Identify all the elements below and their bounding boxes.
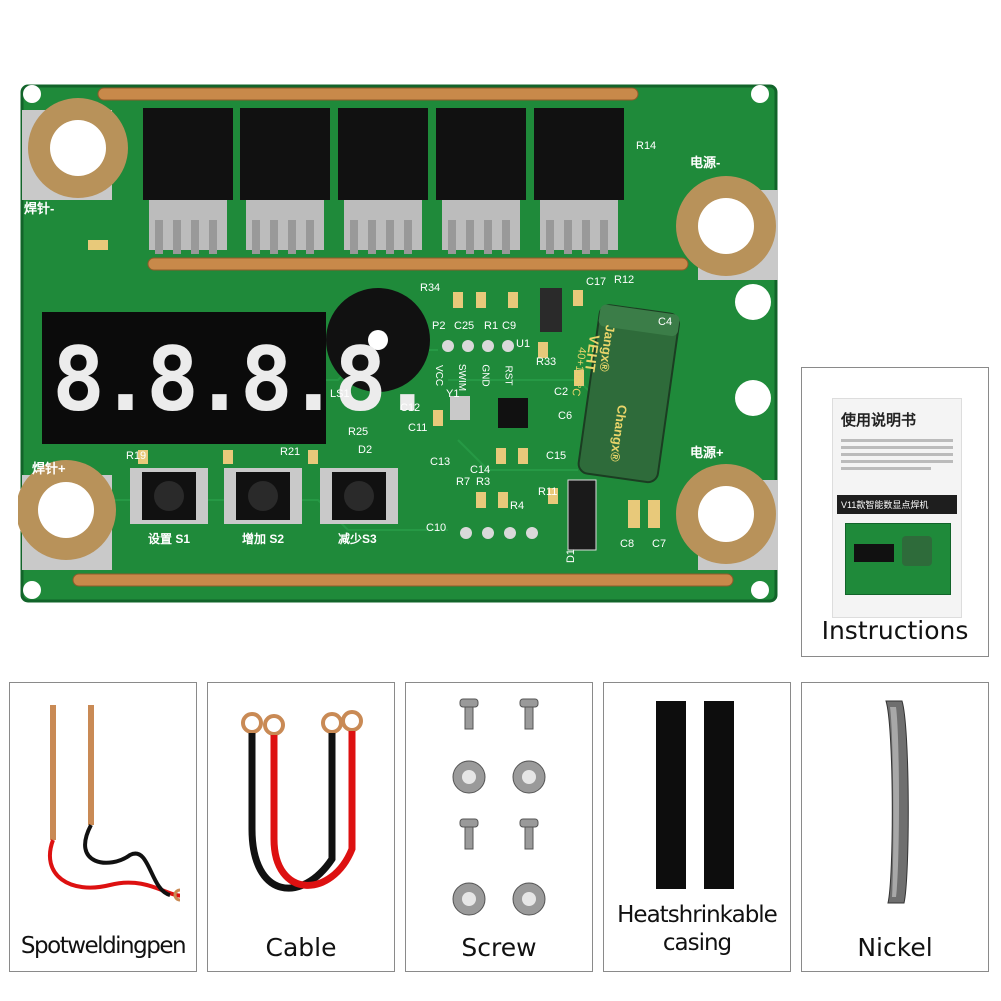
ref-r34: R34 [420, 282, 441, 294]
ref-c4: C4 [658, 316, 673, 328]
ref-c11: C11 [408, 422, 428, 434]
ref-r1: R1 [484, 320, 499, 332]
mosfet-row [143, 108, 624, 254]
label-power-plus: 电源+ [690, 445, 724, 460]
ref-c9: C9 [502, 320, 517, 332]
accessory-label-heat-shrink: Heatshrinkable casing [617, 902, 778, 956]
label-button-s2: 增加 S2 [242, 532, 285, 546]
electrolytic-capacitor [577, 304, 680, 484]
manual-title: 使用说明书 [841, 412, 917, 429]
button-s2 [224, 468, 302, 524]
terminal-ring-top-left [22, 98, 128, 200]
copper-bar-bottom [72, 573, 734, 587]
accessory-label-nickel: Nickel [857, 933, 933, 962]
heat-shrink-tube-right [704, 701, 734, 889]
ref-y1: Y1 [446, 388, 460, 400]
board-illustration [16, 84, 778, 603]
label-weld-pin-plus: 焊针+ [32, 461, 66, 476]
accessory-cable: Cable [207, 682, 395, 972]
ref-c17: C17 [586, 276, 607, 288]
accessory-spot-welding-pen: Spotweldingpen [9, 682, 197, 972]
display-digits: 8.8.8.8. [52, 328, 434, 431]
ref-r19a: R19 [126, 450, 147, 462]
ref-u1: U1 [516, 338, 531, 350]
accessory-screw: Screw [405, 682, 593, 972]
copper-bar-middle [147, 257, 689, 271]
accessory-label-cable: Cable [265, 933, 337, 962]
ref-swim: SWIM [456, 363, 468, 392]
ref-c2: C2 [554, 386, 569, 398]
ref-r12: R12 [614, 274, 635, 286]
button-s1 [130, 468, 208, 524]
manual-text-lines [841, 435, 953, 474]
terminal-ring-right-bottom [676, 464, 778, 570]
accessory-label-screw: Screw [461, 933, 537, 962]
terminal-ring-right-top [676, 176, 778, 280]
ref-r21: R21 [280, 446, 301, 458]
ref-r14: R14 [636, 140, 657, 152]
ref-r4: R4 [510, 500, 525, 512]
terminal-ring-bottom-left [16, 460, 116, 570]
instructions-label: Instructions [821, 616, 969, 645]
ref-c10: C10 [426, 522, 447, 534]
ref-vcc: VCC [433, 364, 445, 387]
ref-r33: R33 [536, 356, 557, 368]
ref-ls1: LS1 [330, 388, 350, 400]
ref-c13: C13 [430, 456, 451, 468]
manual-subtitle: V11款智能数显点焊机 [837, 495, 957, 514]
screw-image [452, 698, 546, 916]
instructions-card: 使用说明书 V11款智能数显点焊机 Instructions [801, 367, 989, 657]
label-power-minus: 电源- [690, 155, 721, 170]
led-display [42, 312, 326, 444]
nickel-strip-image [885, 700, 909, 904]
ref-c25: C25 [454, 320, 475, 332]
ref-c14: C14 [470, 464, 491, 476]
label-button-s1: 设置 S1 [148, 532, 191, 546]
ref-r3: R3 [476, 476, 491, 488]
ref-gnd: GND [479, 364, 491, 387]
spot-welder-board: 8.8.8.8. 焊针- 焊针+ 电源- 电源+ 设置 S1 增加 S2 减少S… [16, 80, 780, 605]
spot-welding-pen-image [47, 705, 180, 902]
ref-c12: C12 [400, 402, 421, 414]
heat-shrink-tube-left [656, 701, 686, 889]
ref-d2: D2 [358, 444, 373, 456]
accessory-heat-shrink: Heatshrinkable casing [603, 682, 791, 972]
copper-bar-top [97, 87, 639, 101]
ref-c7: C7 [652, 538, 667, 550]
manual-board-photo [845, 523, 951, 595]
ref-c15: C15 [546, 450, 567, 462]
cable-image [241, 710, 363, 892]
ref-c6: C6 [558, 410, 573, 422]
ref-r25: R25 [348, 426, 369, 438]
ref-d1: D1 [565, 548, 578, 564]
accessory-nickel: Nickel [801, 682, 989, 972]
ref-p2: P2 [432, 320, 446, 332]
label-weld-pin-minus: 焊针- [24, 201, 55, 216]
button-s3 [320, 468, 398, 524]
ref-r11: R11 [538, 486, 558, 498]
manual-booklet: 使用说明书 V11款智能数显点焊机 [832, 398, 962, 618]
accessory-label-pen: Spotweldingpen [20, 933, 187, 959]
label-button-s3: 减少S3 [338, 532, 377, 546]
ref-c8: C8 [620, 538, 635, 550]
ref-rst: RST [502, 365, 514, 386]
ref-r7: R7 [456, 476, 471, 488]
